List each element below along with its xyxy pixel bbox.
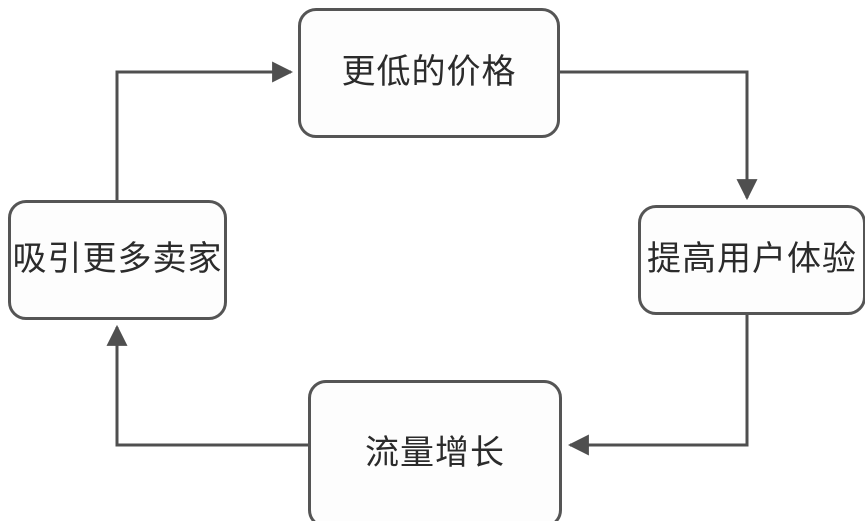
node-user-experience-label: 提高用户体验 — [647, 239, 857, 280]
node-attract-sellers-label: 吸引更多卖家 — [12, 239, 223, 280]
edge-sellers-to-price — [115, 61, 294, 200]
edge-experience-to-traffic — [567, 315, 749, 456]
node-attract-sellers[interactable]: 吸引更多卖家 — [8, 200, 227, 320]
node-lower-price[interactable]: 更低的价格 — [298, 8, 560, 138]
edge-price-to-experience — [560, 70, 758, 201]
edge-traffic-to-sellers — [106, 324, 308, 447]
node-traffic-growth[interactable]: 流量增长 — [308, 380, 562, 521]
node-lower-price-label: 更低的价格 — [341, 52, 517, 93]
node-user-experience[interactable]: 提高用户体验 — [638, 205, 865, 315]
node-traffic-growth-label: 流量增长 — [365, 433, 505, 474]
